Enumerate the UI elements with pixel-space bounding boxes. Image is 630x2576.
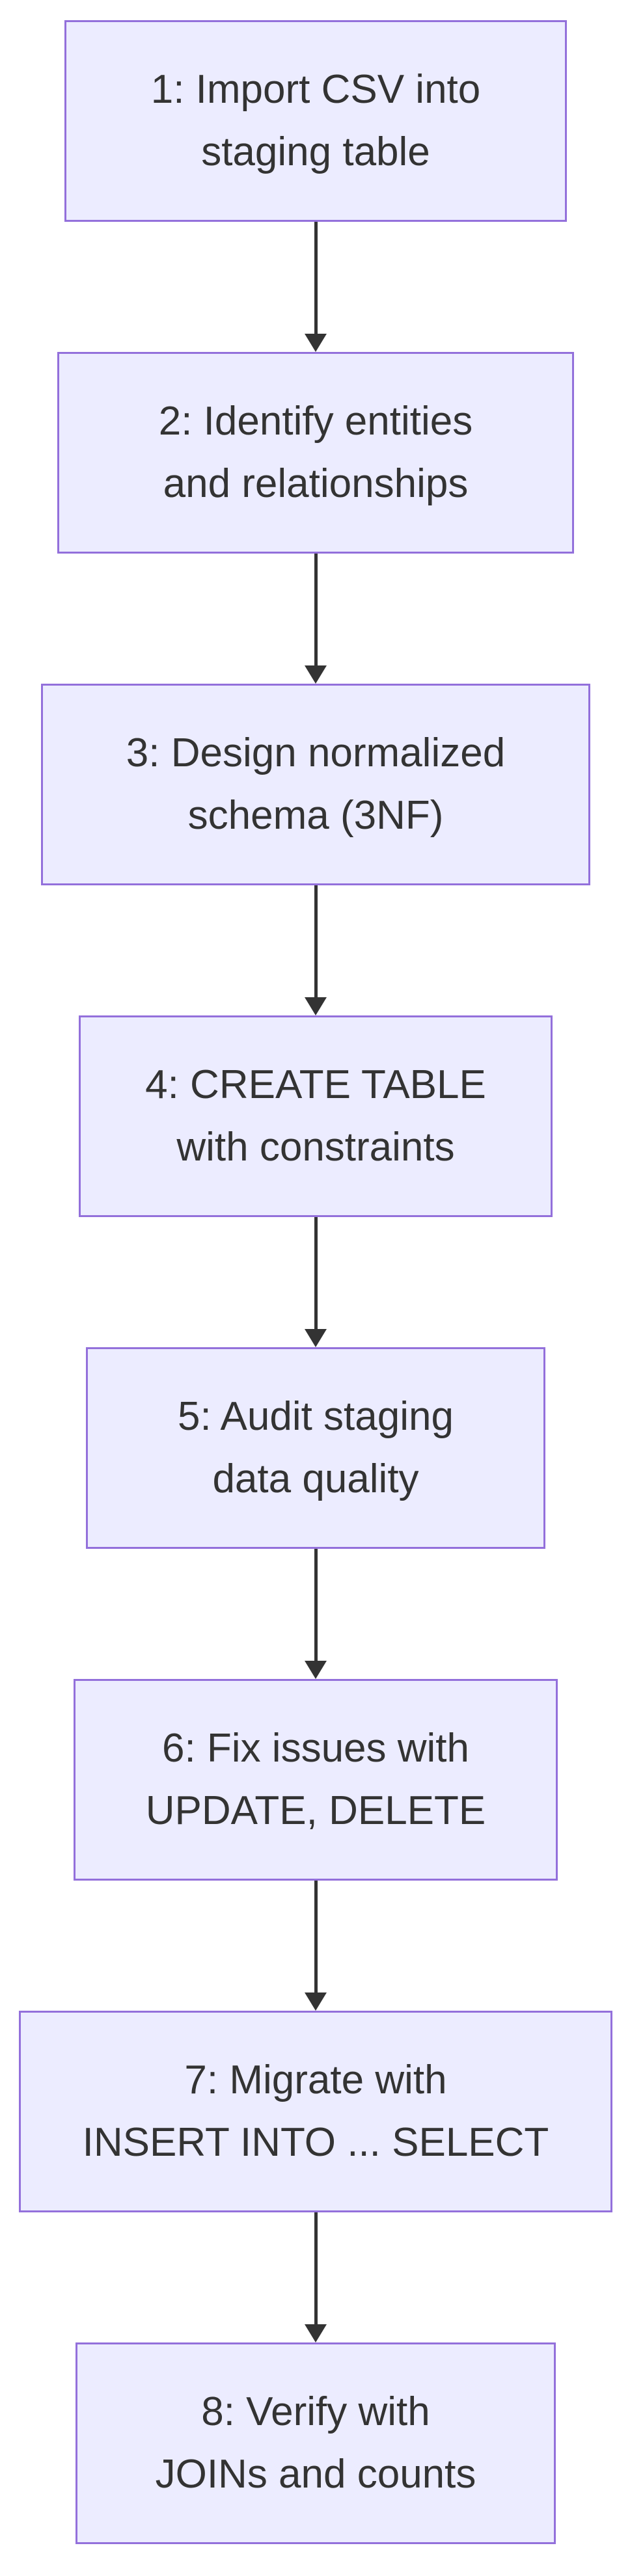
edge-6-7 [305, 1881, 327, 2011]
edge-3-4 [305, 885, 327, 1015]
edge-line [314, 554, 318, 665]
flowchart-node-step-2: 2: Identify entities and relationships [57, 352, 574, 554]
node-label-line: schema (3NF) [187, 793, 444, 838]
edge-7-8 [305, 2212, 327, 2342]
edge-1-2 [305, 222, 327, 352]
flowchart-node-step-4: 4: CREATE TABLE with constraints [79, 1015, 553, 1217]
edge-line [314, 2212, 318, 2324]
flowchart-node-step-7: 7: Migrate with INSERT INTO ... SELECT [19, 2011, 612, 2212]
node-label-line: 8: Verify with [201, 2389, 430, 2434]
edge-line [314, 1549, 318, 1661]
flowchart-node-step-5: 5: Audit staging data quality [86, 1347, 545, 1549]
node-label-line: 5: Audit staging [178, 1394, 454, 1439]
edge-5-6 [305, 1549, 327, 1679]
node-label-line: JOINs and counts [155, 2452, 476, 2497]
node-label-line: data quality [212, 1456, 419, 1501]
arrowhead-down-icon [305, 1661, 327, 1679]
node-label-line: 6: Fix issues with [161, 1726, 470, 1771]
edge-line [314, 885, 318, 997]
flowchart-node-step-8: 8: Verify with JOINs and counts [75, 2342, 556, 2544]
edge-line [314, 222, 318, 334]
arrowhead-down-icon [305, 997, 327, 1015]
arrowhead-down-icon [305, 334, 327, 352]
node-label-line: UPDATE, DELETE [145, 1788, 486, 1833]
flowchart-node-step-6: 6: Fix issues with UPDATE, DELETE [74, 1679, 558, 1881]
node-label-line: 7: Migrate with [184, 2058, 447, 2102]
flowchart-node-step-3: 3: Design normalized schema (3NF) [41, 684, 590, 885]
edge-line [314, 1881, 318, 1992]
arrowhead-down-icon [305, 665, 327, 684]
node-label-line: 4: CREATE TABLE [145, 1062, 486, 1107]
node-label-line: and relationships [163, 461, 469, 506]
node-label-line: 3: Design normalized [126, 731, 506, 775]
node-label-line: 1: Import CSV into [150, 67, 481, 112]
node-label-line: with constraints [176, 1125, 455, 1170]
node-label-line: 2: Identify entities [158, 399, 473, 444]
edge-4-5 [305, 1217, 327, 1347]
edge-2-3 [305, 554, 327, 684]
arrowhead-down-icon [305, 1992, 327, 2011]
flowchart-node-step-1: 1: Import CSV into staging table [64, 20, 567, 222]
arrowhead-down-icon [305, 2324, 327, 2342]
node-label-line: staging table [201, 129, 430, 174]
arrowhead-down-icon [305, 1329, 327, 1347]
edge-line [314, 1217, 318, 1329]
node-label-line: INSERT INTO ... SELECT [82, 2120, 549, 2165]
